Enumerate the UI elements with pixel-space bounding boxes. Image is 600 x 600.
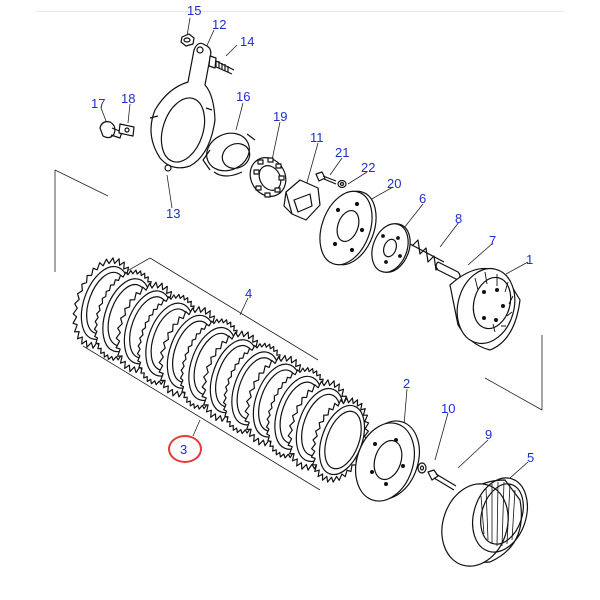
callout-6: 6: [419, 191, 427, 206]
callout-17: 17: [91, 96, 106, 111]
callout-5: 5: [527, 450, 535, 465]
callout-14: 14: [240, 34, 255, 49]
callout-4: 4: [245, 286, 253, 301]
callout-15: 15: [187, 3, 202, 18]
callout-12: 12: [212, 17, 227, 32]
plate-20: [319, 190, 377, 266]
callout-22: 22: [361, 160, 376, 175]
callout-11: 11: [310, 130, 324, 145]
bearing-housing-16: [202, 132, 256, 177]
bolt-14: [208, 55, 235, 75]
callout-18: 18: [121, 91, 136, 106]
drum-5: [441, 477, 528, 567]
bolt-9: [427, 469, 457, 491]
yoke-11: [283, 179, 321, 221]
callout-19: 19: [273, 109, 288, 124]
top-divider: [36, 11, 564, 12]
washer-10: [417, 462, 427, 474]
callout-20: 20: [387, 176, 402, 191]
disk-6: [371, 223, 411, 273]
hub-2: [355, 420, 420, 502]
spring-8: [409, 239, 445, 271]
washer-22: [337, 179, 347, 189]
highlight-circle: [168, 435, 202, 463]
pin-7: [435, 261, 461, 281]
roller-bearing-19: [249, 157, 287, 198]
brake-band-bracket: [149, 42, 216, 172]
callout-21: 21: [335, 145, 350, 160]
callout-7: 7: [489, 233, 497, 248]
callout-8: 8: [455, 211, 463, 226]
callout-9: 9: [485, 427, 493, 442]
hub-1: [449, 267, 521, 351]
bolt-17: [99, 121, 123, 139]
callout-2: 2: [403, 376, 411, 391]
leader-lines: [100, 17, 529, 479]
outline-box: [54, 169, 543, 491]
callout-16: 16: [236, 89, 251, 104]
callout-1: 1: [526, 252, 534, 267]
callout-13: 13: [166, 206, 181, 221]
clutch-disc-stack: [72, 257, 370, 483]
callout-10: 10: [441, 401, 456, 416]
clip-18: [118, 123, 135, 137]
clutch-disc-bore: [324, 410, 362, 470]
callout-3-highlighted: 3: [180, 442, 188, 457]
nut-15: [180, 33, 195, 47]
bolt-21: [315, 171, 337, 185]
